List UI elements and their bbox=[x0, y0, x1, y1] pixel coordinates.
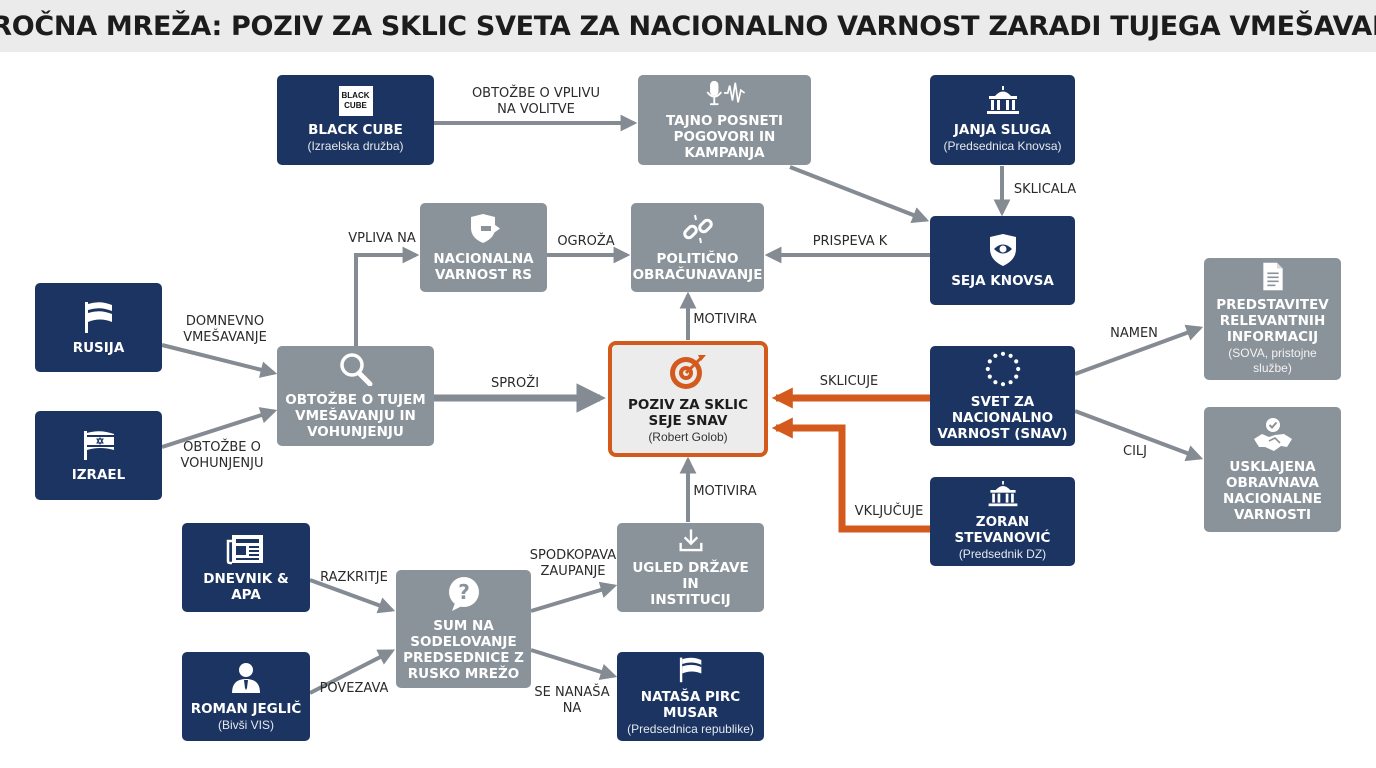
edge-dnevnik-sum bbox=[309, 578, 396, 614]
node-predstavitev[interactable]: PREDSTAVITEV RELEVANTNIH INFORMACIJ (SOV… bbox=[1204, 258, 1341, 380]
newspaper-icon bbox=[226, 534, 263, 564]
node-subtitle: (SOVA, pristojne službe) bbox=[1228, 346, 1317, 375]
svg-text:?: ? bbox=[458, 580, 470, 604]
node-black-cube[interactable]: BLACK CUBE BLACK CUBE (Izraelska družba) bbox=[277, 75, 434, 165]
microphone-waveform-icon bbox=[706, 80, 745, 106]
flag-icon bbox=[84, 301, 112, 333]
handshake-check-icon bbox=[1253, 417, 1292, 451]
edge-sum-ugled bbox=[530, 581, 618, 613]
node-ugled-drzave[interactable]: UGLED DRŽAVE IN INSTITUCIJ bbox=[617, 523, 764, 612]
label-dnevnik-sum: RAZKRITJE bbox=[320, 570, 388, 585]
edge-izrael-obt bbox=[161, 407, 278, 449]
label-janja-seja: SKLICALA bbox=[1013, 182, 1077, 197]
label-obt-poziv: SPROŽI bbox=[490, 376, 540, 391]
parliament-icon bbox=[986, 86, 1019, 114]
node-snav[interactable]: SVET ZA NACIONALNO VARNOST (SNAV) bbox=[930, 346, 1075, 446]
label-roman-sum: POVEZAVA bbox=[319, 681, 389, 696]
label-nac-pol: OGROŽA bbox=[557, 234, 615, 249]
label-bc-tajno: OBTOŽBE O VPLIVU NA VOLITVE bbox=[471, 86, 601, 117]
label-zoran-poziv: VKLJUČUJE bbox=[854, 504, 924, 519]
node-tajno-posneti[interactable]: TAJNO POSNETI POGOVORI IN KAMPANJA bbox=[638, 75, 811, 165]
title-bar: VZROČNA MREŽA: POZIV ZA SKLIC SVETA ZA N… bbox=[0, 0, 1376, 52]
edge-snav-pred bbox=[1074, 324, 1204, 376]
flag-icon bbox=[679, 657, 701, 683]
eu-stars-icon bbox=[985, 351, 1020, 387]
node-title: POZIV ZA SKLIC SEJE SNAV bbox=[628, 397, 748, 429]
node-poziv-za-sklic[interactable]: POZIV ZA SKLIC SEJE SNAV (Robert Golob) bbox=[608, 341, 768, 457]
label-poziv-pol: MOTIVIRA bbox=[693, 312, 757, 327]
document-icon bbox=[1262, 262, 1283, 291]
label-snav-pred: NAMEN bbox=[1110, 326, 1158, 341]
node-title: SUM NA SODELOVANJE PREDSEDNICE Z RUSKO M… bbox=[403, 618, 524, 682]
node-title: JANJA SLUGA bbox=[953, 122, 1052, 138]
node-roman-jeglic[interactable]: ROMAN JEGLIČ (Bivši VIS) bbox=[182, 652, 310, 741]
node-subtitle: (Predsednica republike) bbox=[627, 722, 754, 736]
israel-flag-icon bbox=[83, 430, 114, 460]
magnifier-icon bbox=[339, 353, 372, 386]
node-izrael[interactable]: IZRAEL bbox=[35, 411, 162, 500]
node-politicno-obracunavanje[interactable]: POLITIČNO OBRAČUNAVANJE bbox=[631, 203, 764, 292]
label-obt-nac: VPLIVA NA bbox=[348, 231, 416, 246]
node-subtitle: (Robert Golob) bbox=[648, 430, 728, 444]
node-title: NACIONALNA VARNOST RS bbox=[433, 250, 534, 283]
black-cube-logo: BLACK CUBE bbox=[338, 86, 373, 116]
parliament-icon bbox=[988, 481, 1017, 507]
label-rusija-obt: DOMNEVNO VMEŠAVANJE bbox=[183, 314, 267, 345]
label-izrael-obt: OBTOŽBE O VOHUNJENJU bbox=[180, 440, 264, 471]
node-dnevnik-apa[interactable]: DNEVNIK & APA bbox=[182, 523, 310, 612]
node-rusija[interactable]: RUSIJA bbox=[35, 283, 162, 372]
node-usklajena[interactable]: USKLAJENA OBRAVNAVA NACIONALNE VARNOSTI bbox=[1204, 407, 1341, 532]
node-title: RUSIJA bbox=[72, 339, 125, 356]
edge-roman-sum bbox=[309, 649, 395, 695]
shield-arrow-icon bbox=[470, 213, 500, 243]
node-title: IZRAEL bbox=[71, 466, 126, 483]
shield-eye-icon bbox=[989, 233, 1016, 266]
node-title: DNEVNIK & APA bbox=[203, 570, 289, 603]
label-seja-pol: PRISPEVA K bbox=[812, 234, 888, 249]
question-bubble-icon: ? bbox=[448, 577, 479, 611]
node-title: SVET ZA NACIONALNO VARNOST (SNAV) bbox=[937, 394, 1068, 442]
page-title: VZROČNA MREŽA: POZIV ZA SKLIC SVETA ZA N… bbox=[0, 10, 1376, 42]
node-title: ROMAN JEGLIČ bbox=[190, 700, 302, 717]
edge-obt-nac bbox=[354, 246, 420, 346]
label-sum-natasa: SE NANAŠA NA bbox=[534, 685, 610, 716]
edge-zoran-poziv bbox=[771, 417, 930, 533]
node-title: BLACK CUBE bbox=[308, 122, 403, 138]
node-janja-sluga[interactable]: JANJA SLUGA (Predsednica Knovsa) bbox=[930, 75, 1075, 165]
node-sum-na-sodelovanje[interactable]: ? SUM NA SODELOVANJE PREDSEDNICE Z RUSKO… bbox=[396, 570, 531, 688]
node-title: POLITIČNO OBRAČUNAVANJE bbox=[632, 250, 763, 283]
node-title: NATAŠA PIRC MUSAR bbox=[640, 689, 741, 721]
label-sum-ugled: SPODKOPAVA ZAUPANJE bbox=[529, 548, 617, 579]
edge-tajno-seja bbox=[789, 165, 930, 223]
target-icon bbox=[670, 355, 706, 389]
label-snav-poziv: SKLICUJE bbox=[819, 374, 879, 389]
node-subtitle: (Predsednica Knovsa) bbox=[943, 139, 1062, 153]
edge-rusija-obt bbox=[161, 343, 278, 378]
label-snav-usk: CILJ bbox=[1123, 444, 1147, 459]
broken-link-icon bbox=[682, 214, 713, 243]
node-title: OBTOŽBE O TUJEM VMEŠAVANJU IN VOHUNJENJU bbox=[285, 392, 426, 440]
node-title: PREDSTAVITEV RELEVANTNIH INFORMACIJ bbox=[1216, 297, 1329, 345]
node-title: UGLED DRŽAVE IN INSTITUCIJ bbox=[632, 560, 749, 608]
node-title: USKLAJENA OBRAVNAVA NACIONALNE VARNOSTI bbox=[1222, 458, 1323, 523]
edge-sum-natasa bbox=[530, 648, 618, 680]
download-tray-icon bbox=[678, 529, 703, 552]
node-natasa-pirc-musar[interactable]: NATAŠA PIRC MUSAR (Predsednica republike… bbox=[617, 652, 764, 741]
node-subtitle: (Izraelska družba) bbox=[307, 139, 404, 153]
edge-snav-usk bbox=[1074, 409, 1204, 462]
node-title: ZORAN STEVANOVIĆ bbox=[954, 514, 1051, 546]
node-obtozbe[interactable]: OBTOŽBE O TUJEM VMEŠAVANJU IN VOHUNJENJU bbox=[277, 346, 434, 446]
node-zoran-stevanovic[interactable]: ZORAN STEVANOVIĆ (Predsednik DZ) bbox=[930, 477, 1075, 566]
node-title: SEJA KNOVSA bbox=[951, 272, 1054, 289]
node-subtitle: (Predsednik DZ) bbox=[958, 547, 1047, 561]
person-icon bbox=[232, 662, 260, 693]
node-nacionalna-varnost[interactable]: NACIONALNA VARNOST RS bbox=[420, 203, 547, 292]
node-subtitle: (Bivši VIS) bbox=[217, 717, 274, 732]
label-ugled-poziv: MOTIVIRA bbox=[693, 484, 757, 499]
node-seja-knovsa[interactable]: SEJA KNOVSA bbox=[930, 216, 1075, 305]
node-title: TAJNO POSNETI POGOVORI IN KAMPANJA bbox=[666, 113, 783, 161]
